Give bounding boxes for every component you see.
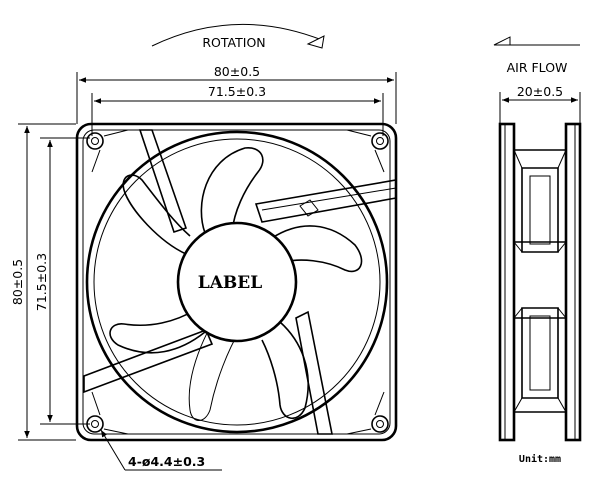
fan-blades [109,147,363,421]
rotation-indicator: ROTATION [151,23,325,50]
mounting-hole-bottom-left [86,391,129,435]
mounting-holes-dim: 4-ø4.4±0.3 [128,454,205,469]
hole-spacing-v-dim: 71.5±0.3 [34,253,49,311]
front-horizontal-dimensions: 80±0.5 71.5±0.3 [76,64,397,136]
fan-hub [176,221,298,343]
rotation-arrow-icon [306,35,325,49]
side-hub-lower [513,307,567,413]
mounting-hole-callout: 4-ø4.4±0.3 [100,429,222,471]
mounting-hole-bottom-right [346,391,389,435]
unit-note: Unit:mm [519,453,561,465]
air-flow-arrow-icon [493,36,511,46]
air-flow-indicator: AIR FLOW [493,36,580,75]
hole-spacing-h-dim: 71.5±0.3 [208,84,266,99]
fan-side-view: 20±0.5 Unit:mm [498,84,582,465]
air-flow-label: AIR FLOW [507,60,568,75]
side-hub-upper [513,149,567,253]
venturi-ring [85,130,389,434]
front-vertical-dimensions: 80±0.5 71.5±0.3 [10,123,90,441]
side-flange-right [564,122,582,442]
rotation-label: ROTATION [202,35,265,50]
hub-label: LABEL [198,273,262,293]
fan-frame [75,122,398,442]
side-flange-left [498,122,516,442]
outer-height-dim: 80±0.5 [10,259,25,305]
thickness-dim: 20±0.5 [517,84,563,99]
outer-width-dim: 80±0.5 [214,64,260,79]
fan-front-view: LABEL [75,122,398,442]
support-struts [83,129,397,435]
rotation-arc [151,23,323,47]
mounting-hole-top-right [346,129,389,173]
mounting-hole-top-left [86,129,129,173]
